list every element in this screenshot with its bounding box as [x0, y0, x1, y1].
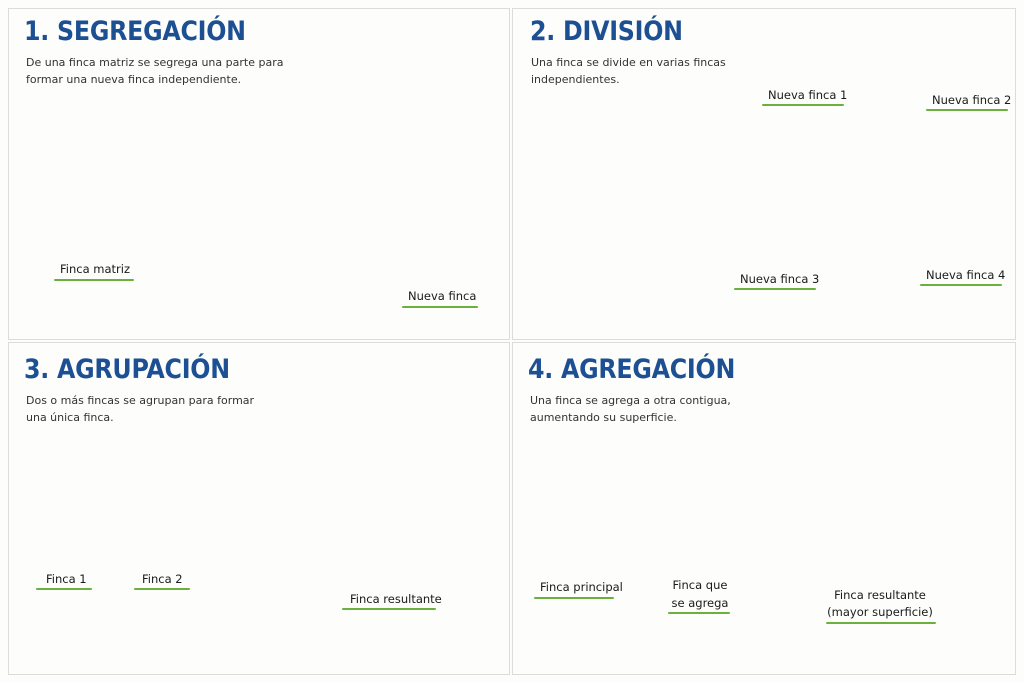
- panel-description: Una finca se agrega a otra contigua, aum…: [530, 394, 731, 424]
- label-finca-principal: Finca principal: [540, 580, 623, 594]
- label-finca-resultante: Finca resultante: [350, 592, 442, 606]
- label-underline: [402, 306, 478, 308]
- label-underline: [668, 612, 730, 614]
- label-underline: [826, 622, 936, 624]
- label-nueva-finca-3: Nueva finca 3: [740, 272, 820, 286]
- label-underline: [534, 597, 614, 599]
- label-underline: [762, 104, 844, 106]
- label-nueva-finca-1: Nueva finca 1: [768, 88, 848, 102]
- label-nueva-finca-2: Nueva finca 2: [932, 93, 1012, 107]
- label-se-agrega: se agrega: [671, 596, 729, 610]
- panel-agrupacion: [8, 342, 510, 675]
- panel-title: 2. DIVISIÓN: [530, 16, 683, 47]
- panel-title: 4. AGREGACIÓN: [528, 354, 736, 385]
- label-finca-1: Finca 1: [46, 572, 87, 586]
- panel-agregacion: [512, 342, 1016, 675]
- label-underline: [734, 288, 816, 290]
- panel-description: Una finca se divide en varias fincas ind…: [531, 56, 726, 86]
- label-nueva-finca: Nueva finca: [408, 289, 477, 303]
- label-underline: [54, 279, 134, 281]
- label-underline: [342, 608, 436, 610]
- label-finca-matriz: Finca matriz: [60, 262, 131, 276]
- label-underline: [926, 109, 1008, 111]
- panel-title: 3. AGRUPACIÓN: [24, 354, 230, 385]
- label-finca-2: Finca 2: [142, 572, 183, 586]
- label-underline: [36, 588, 92, 590]
- label-mayor-superficie: (mayor superficie): [827, 605, 933, 619]
- panel-segregacion: [8, 8, 510, 340]
- label-finca-resultante: Finca resultante: [834, 588, 926, 602]
- panel-description: De una finca matriz se segrega una parte…: [26, 56, 284, 86]
- label-nueva-finca-4: Nueva finca 4: [926, 268, 1006, 282]
- label-finca-que: Finca que: [672, 578, 728, 592]
- label-underline: [920, 284, 1002, 286]
- label-underline: [134, 588, 190, 590]
- panel-description: Dos o más fincas se agrupan para formar …: [26, 394, 255, 424]
- panel-title: 1. SEGREGACIÓN: [24, 16, 246, 47]
